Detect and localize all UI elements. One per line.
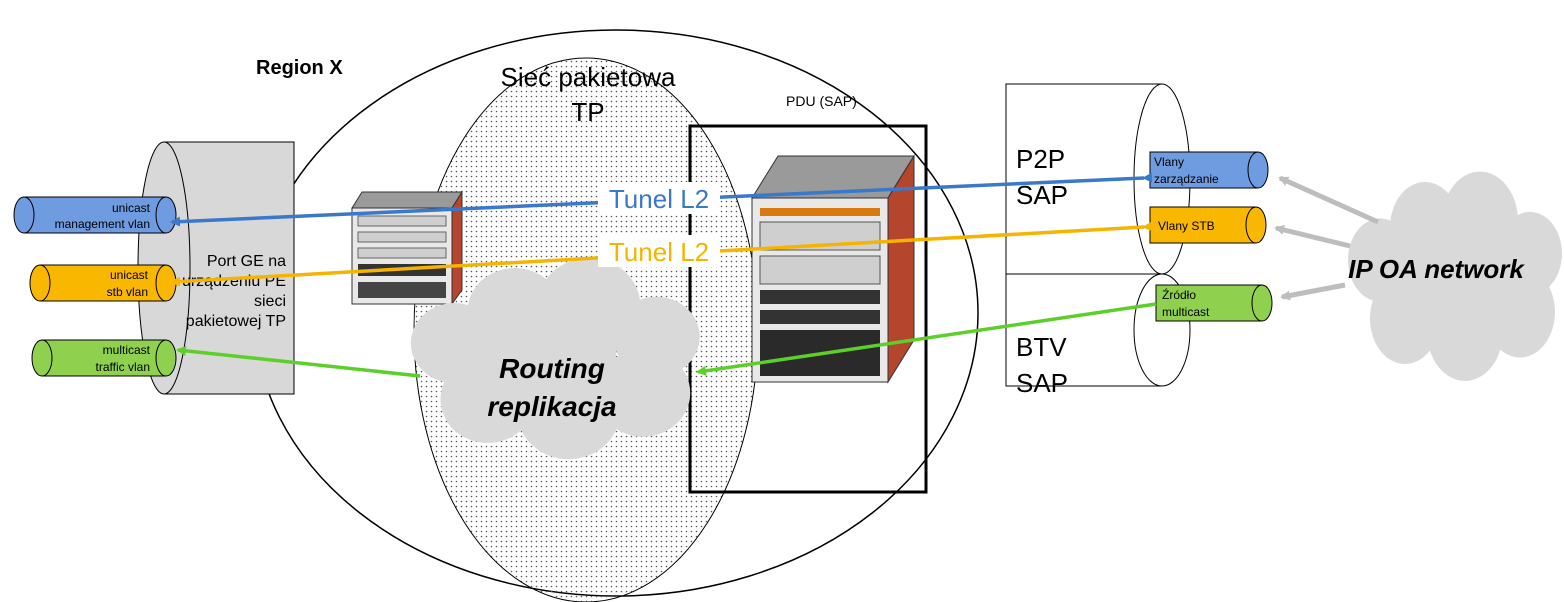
vlan-label: zarządzanie (1154, 172, 1219, 186)
btv-sap-label-line2: SAP (1016, 368, 1068, 398)
vlan-cylinder-multicast-traffic: multicast traffic vlan (31, 339, 177, 377)
green-multicast-arrow-right (696, 302, 1157, 376)
packet-network-label-line1: Sieć pakietowa (501, 62, 676, 92)
vlan-cylinder-unicast-stb: unicast stb vlan (29, 264, 177, 302)
region-x-label: Region X (256, 57, 343, 79)
vlan-cylinder-zrodlo-multicast: Źródło multicast (1155, 284, 1273, 322)
port-ge-label-line4: pakietowej TP (186, 313, 286, 330)
packet-network-label-line2: TP (571, 97, 604, 127)
port-ge-label-line3: sieci (254, 293, 286, 310)
green-multicast-arrow-left (176, 345, 421, 378)
blue-tunnel-label-bg (598, 182, 720, 214)
ip-to-zarzadzanie-arrow (1278, 175, 1380, 225)
vlan-label: management vlan (55, 217, 150, 231)
p2p-sap-label-line1: P2P (1016, 144, 1065, 174)
port-ge-label-line1: Port GE na (207, 253, 286, 270)
pdu-box (688, 124, 928, 494)
vlan-label: multicast (103, 343, 151, 357)
ip-oa-network-label: IP OA network (1348, 254, 1525, 284)
vlan-cylinder-stb: Vlany STB (1149, 206, 1267, 244)
btv-sap-label-line1: BTV (1016, 332, 1067, 362)
ip-to-stb-arrow (1274, 225, 1351, 249)
vlan-cylinder-unicast-management: unicast management vlan (13, 196, 177, 234)
vlan-cylinder-zarzadzanie: Vlany zarządzanie (1149, 151, 1269, 189)
vlan-label: unicast (110, 268, 149, 282)
vlan-label: Źródło (1162, 287, 1196, 302)
vlan-label: unicast (112, 201, 151, 215)
blue-tunnel-label: Tunel L2 (609, 184, 709, 214)
orange-tunnel-label-bg (598, 235, 720, 267)
ip-to-multicast-arrow (1280, 282, 1346, 301)
orange-tunnel-label: Tunel L2 (609, 237, 709, 267)
routing-cloud-line2: replikacja (487, 391, 616, 422)
vlan-label: traffic vlan (96, 360, 150, 374)
vlan-label: Vlany STB (1158, 219, 1215, 233)
routing-cloud-line1: Routing (499, 353, 605, 384)
vlan-label: stb vlan (107, 285, 148, 299)
vlan-label: multicast (1162, 305, 1210, 319)
pdu-label: PDU (SAP) (786, 93, 857, 109)
vlan-label: Vlany (1154, 155, 1184, 169)
